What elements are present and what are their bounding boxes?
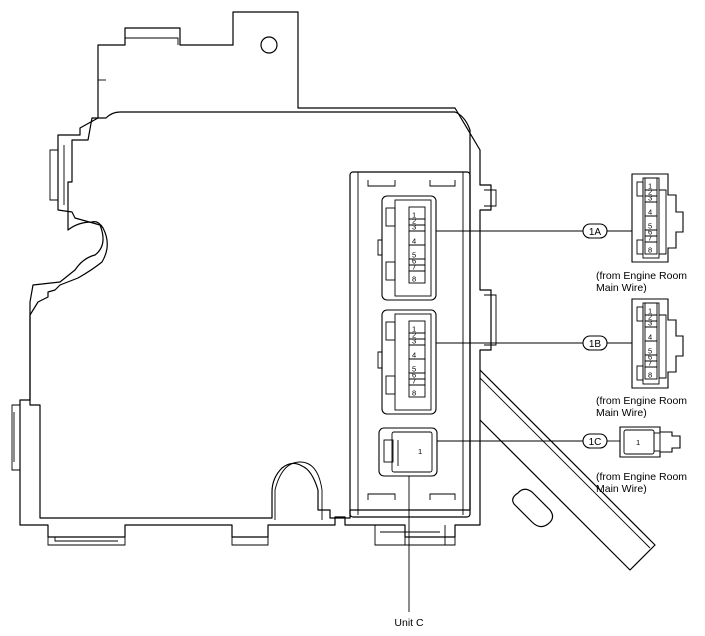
detached-1b-pin-5: 5	[648, 347, 652, 356]
housing-1a-pin-8: 8	[412, 275, 416, 284]
housing-1b-pin-3: 3	[412, 337, 416, 346]
housing-1a-pin-6: 6	[412, 257, 416, 266]
pin-1c-housing: 1	[418, 447, 422, 456]
callout-tag-1c: 1C	[582, 433, 608, 449]
detached-1a-pin-8: 8	[648, 246, 652, 255]
housing-1a-pin-5: 5	[412, 251, 416, 260]
source-1a-line1: (from Engine Room	[596, 270, 687, 282]
detached-connector-1b	[631, 298, 684, 389]
housing-1a-pin-1: 1	[412, 211, 416, 220]
housing-connector-1b	[377, 309, 437, 415]
detached-1b-pin-6: 6	[648, 353, 652, 362]
housing-1b-pin-6: 6	[412, 371, 416, 380]
detached-connector-1a	[631, 173, 684, 263]
detached-1a-pin-cell-8	[644, 241, 658, 255]
detached-1b-pin-cell-8	[644, 366, 658, 380]
detached-1a-pin-6: 6	[648, 228, 652, 237]
housing-1b-pin-7: 7	[412, 377, 416, 386]
tag-1a-label: 1A	[589, 227, 602, 238]
detached-1a-pin-3: 3	[648, 194, 652, 203]
callout-tag-1a: 1A	[582, 223, 608, 239]
detached-1a-pin-5: 5	[648, 222, 652, 231]
unit-label: Unit C	[394, 617, 424, 629]
housing-1b-pin-8: 8	[412, 389, 416, 398]
source-1b-line1: (from Engine Room	[596, 395, 687, 407]
callout-tag-1b: 1B	[582, 335, 608, 351]
detached-1b-pin-8: 8	[648, 371, 652, 380]
detached-1b-pin-1: 1	[648, 307, 652, 316]
source-label-1c: (from Engine Room Main Wire)	[596, 471, 687, 495]
detached-1a-pin-7: 7	[648, 234, 652, 243]
source-1b-line2: Main Wire)	[596, 407, 647, 419]
tag-1c-label: 1C	[589, 437, 602, 448]
detached-1a-pin-4: 4	[648, 208, 652, 217]
leader-lines	[408, 230, 632, 612]
source-1c-line1: (from Engine Room	[596, 471, 687, 483]
housing-1b-pin-5: 5	[412, 365, 416, 374]
housing-1a-pin-2: 2	[412, 217, 416, 226]
housing-connector-1a	[377, 195, 437, 301]
housing-1a-pin-cell-8	[408, 270, 426, 284]
detached-1b-pin-7: 7	[648, 359, 652, 368]
connector-bay	[349, 171, 471, 518]
pin-1c-detached: 1	[636, 438, 640, 447]
housing-1a-pin-3: 3	[412, 223, 416, 232]
housing-1b-pin-cell-8	[408, 384, 426, 398]
source-label-1a: (from Engine Room Main Wire)	[596, 270, 687, 294]
detached-connector-1c: 1	[619, 426, 681, 458]
detached-1a-pin-2: 2	[648, 188, 652, 197]
source-1a-line2: Main Wire)	[596, 282, 647, 294]
detached-1b-pin-2: 2	[648, 313, 652, 322]
housing-1b-pin-4: 4	[412, 351, 416, 360]
detached-1b-pin-4: 4	[648, 333, 652, 342]
junction-block-housing	[11, 11, 656, 571]
housing-1b-pin-1: 1	[412, 325, 416, 334]
housing-1b-pin-2: 2	[412, 331, 416, 340]
detached-1b-pin-3: 3	[648, 319, 652, 328]
housing-1a-pin-7: 7	[412, 263, 416, 272]
source-1c-line2: Main Wire)	[596, 483, 647, 495]
detached-1a-pin-1: 1	[648, 182, 652, 191]
tag-1b-label: 1B	[589, 339, 602, 350]
housing-1a-pin-4: 4	[412, 237, 416, 246]
source-label-1b: (from Engine Room Main Wire)	[596, 395, 687, 419]
housing-connector-1c: 1	[378, 427, 438, 477]
